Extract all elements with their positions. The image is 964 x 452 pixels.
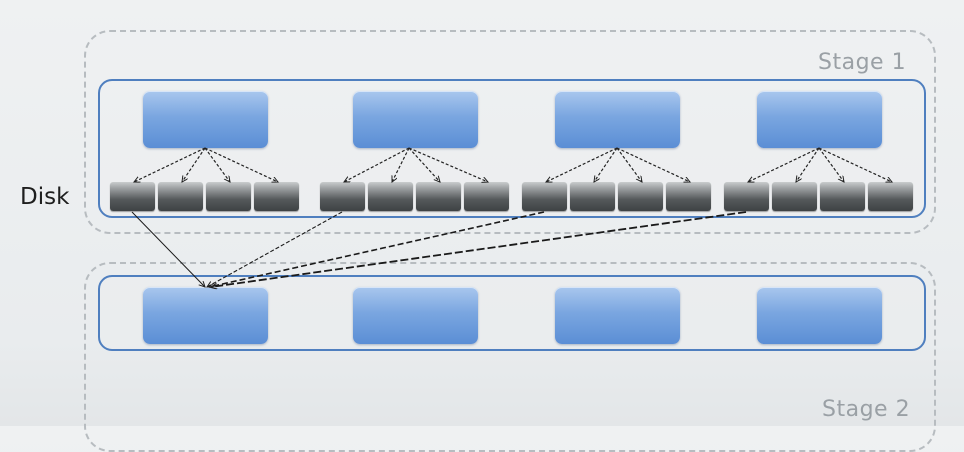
disk-partition bbox=[772, 182, 817, 211]
shuffle-arrow bbox=[131, 211, 205, 287]
write-arrow bbox=[182, 147, 206, 182]
disk-partition bbox=[320, 182, 365, 211]
stage2-task bbox=[143, 287, 268, 344]
write-arrow bbox=[818, 147, 892, 182]
stage1-task bbox=[555, 91, 680, 148]
write-arrow bbox=[796, 147, 820, 182]
stage1-outline bbox=[84, 30, 936, 234]
write-arrow bbox=[818, 147, 844, 182]
disk-partition bbox=[158, 182, 203, 211]
write-arrow bbox=[748, 147, 820, 182]
disk-partition bbox=[522, 182, 567, 211]
stage2-task bbox=[555, 287, 680, 344]
stage2-label: Stage 2 bbox=[822, 397, 911, 422]
stage1-task bbox=[757, 91, 882, 148]
disk-partition bbox=[368, 182, 413, 211]
disk-partition bbox=[868, 182, 913, 211]
shuffle-arrow bbox=[211, 211, 747, 287]
write-arrow bbox=[408, 147, 488, 182]
shuffle-arrow bbox=[207, 211, 343, 287]
disk-partition bbox=[570, 182, 615, 211]
stage2-task bbox=[353, 287, 478, 344]
write-arrow bbox=[616, 147, 690, 182]
disk-partition bbox=[254, 182, 299, 211]
write-arrow bbox=[616, 147, 642, 182]
write-arrow bbox=[546, 147, 618, 182]
disk-partition bbox=[724, 182, 769, 211]
write-arrow bbox=[594, 147, 618, 182]
write-arrow bbox=[391, 147, 410, 182]
write-arrow bbox=[204, 147, 230, 182]
disk-partition bbox=[416, 182, 461, 211]
write-arrow bbox=[204, 147, 278, 182]
shuffle-arrows bbox=[131, 147, 964, 426]
disk-partition bbox=[110, 182, 155, 211]
disk-partition bbox=[206, 182, 251, 211]
disk-partition bbox=[820, 182, 865, 211]
write-arrow bbox=[408, 147, 440, 182]
stage1-task bbox=[353, 91, 478, 148]
disk-partition bbox=[618, 182, 663, 211]
disk-partition bbox=[464, 182, 509, 211]
write-arrow bbox=[134, 147, 206, 182]
stage1-task bbox=[143, 91, 268, 148]
disk-partition bbox=[666, 182, 711, 211]
write-arrow bbox=[344, 147, 410, 183]
shuffle-arrow bbox=[209, 211, 545, 287]
stage2-task bbox=[757, 287, 882, 344]
disk-label: Disk bbox=[20, 184, 70, 210]
stage1-label: Stage 1 bbox=[818, 50, 907, 75]
